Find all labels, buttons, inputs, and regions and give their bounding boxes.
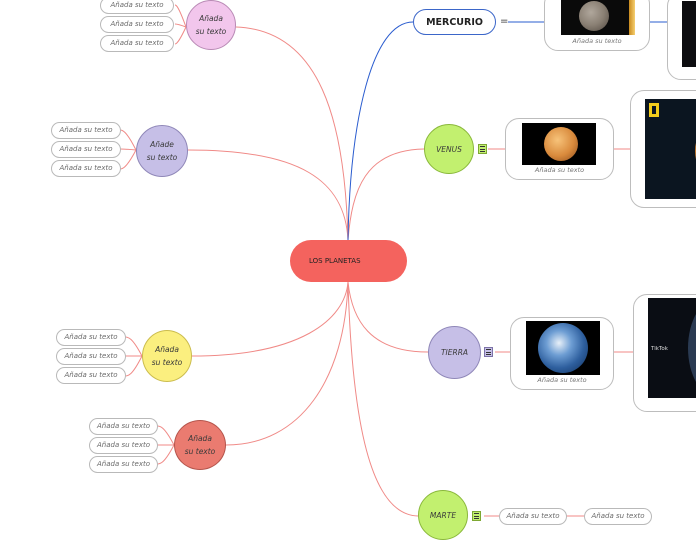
video-card-tierra[interactable]: TikTok — [633, 294, 696, 412]
earth-video-thumb: TikTok — [648, 298, 696, 398]
venus-photo — [522, 123, 596, 165]
leaf-marte-2[interactable]: Añada su texto — [584, 508, 652, 525]
leaf-red-3[interactable]: Añada su texto — [89, 456, 158, 473]
leaf-pink-2[interactable]: Añada su texto — [100, 16, 174, 33]
leaf-red-1[interactable]: Añada su texto — [89, 418, 158, 435]
leaf-purple-3[interactable]: Añada su texto — [51, 160, 121, 177]
caption-tierra: Añada su texto — [537, 376, 587, 384]
planet-tierra[interactable]: TIERRA — [428, 326, 481, 379]
leaf-yellow-1[interactable]: Añada su texto — [56, 329, 126, 346]
planet-venus[interactable]: VENUS — [424, 124, 474, 174]
image-card-mercurio[interactable]: Añada su texto — [544, 0, 650, 51]
leaf-yellow-2[interactable]: Añada su texto — [56, 348, 126, 365]
leaf-pink-3[interactable]: Añada su texto — [100, 35, 174, 52]
mercury-video-thumb — [682, 1, 696, 67]
root-label: LOS PLANETAS — [309, 257, 361, 265]
video-card-mercurio[interactable] — [667, 0, 696, 80]
leaf-purple-2[interactable]: Añada su texto — [51, 141, 121, 158]
note-icon-tierra[interactable] — [484, 347, 493, 357]
root-node[interactable]: LOS PLANETAS — [290, 240, 407, 282]
planet-marte-label: MARTE — [429, 511, 457, 520]
video-card-venus[interactable] — [630, 90, 696, 208]
planet-tierra-label: TIERRA — [440, 348, 469, 357]
venus-video-thumb — [645, 99, 696, 199]
planet-mercurio[interactable]: MERCURIO — [413, 9, 496, 35]
note-icon-mercurio[interactable]: = — [500, 16, 509, 27]
natgeo-logo-icon — [649, 103, 659, 117]
planet-mercurio-label: MERCURIO — [426, 16, 483, 28]
image-card-venus[interactable]: Añada su texto — [505, 118, 614, 180]
planet-marte[interactable]: MARTE — [418, 490, 468, 540]
earth-photo — [526, 321, 600, 375]
caption-venus: Añada su texto — [534, 166, 585, 174]
note-icon-venus[interactable] — [478, 144, 487, 154]
caption-mercurio: Añada su texto — [572, 37, 622, 45]
planet-venus-label: VENUS — [436, 144, 462, 154]
leaf-yellow-3[interactable]: Añada su texto — [56, 367, 126, 384]
leaf-marte-1[interactable]: Añada su texto — [499, 508, 567, 525]
leaf-red-2[interactable]: Añada su texto — [89, 437, 158, 454]
mercury-photo — [561, 0, 635, 35]
tiktok-label: TikTok — [651, 346, 668, 352]
leaf-pink-1[interactable]: Añada su texto — [100, 0, 174, 14]
leaf-purple-1[interactable]: Añada su texto — [51, 122, 121, 139]
image-card-tierra[interactable]: Añada su texto — [510, 317, 614, 390]
